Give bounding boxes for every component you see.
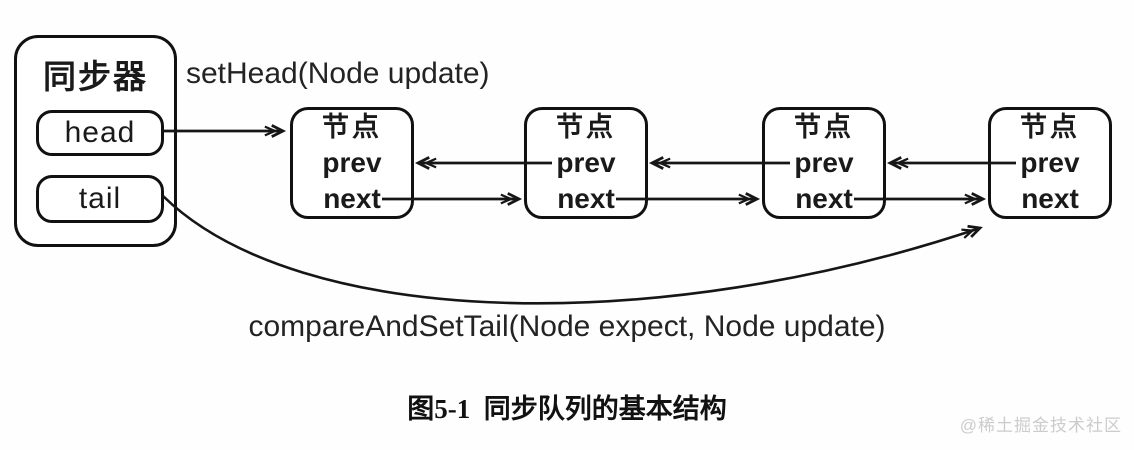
label-compare-and-set-tail: compareAndSetTail(Node expect, Node upda… (248, 310, 886, 343)
node-field-prev: prev (1020, 147, 1080, 178)
node-title: 节点 (794, 112, 854, 142)
node-title: 节点 (1020, 112, 1080, 142)
synchronizer-box: 同步器 head tail (14, 35, 177, 247)
node-title: 节点 (322, 112, 382, 142)
node-field-next: next (1021, 183, 1079, 214)
node-box-2: 节点 prev next (524, 107, 648, 219)
node-field-prev: prev (322, 147, 382, 178)
label-set-head: setHead(Node update) (186, 57, 490, 90)
node-field-next: next (323, 183, 381, 214)
node-field-next: next (557, 183, 615, 214)
figure-caption: 图5-1 同步队列的基本结构 (407, 394, 727, 424)
watermark: @稀土掘金技术社区 (959, 416, 1122, 435)
node-box-1: 节点 prev next (290, 107, 414, 219)
node-title: 节点 (556, 112, 616, 142)
node-box-3: 节点 prev next (762, 107, 886, 219)
node-field-next: next (795, 183, 853, 214)
tail-field: tail (36, 175, 164, 223)
head-field: head (36, 110, 164, 156)
node-box-4: 节点 prev next (988, 107, 1112, 219)
node-field-prev: prev (556, 147, 616, 178)
synchronizer-title: 同步器 (43, 58, 148, 95)
node-field-prev: prev (794, 147, 854, 178)
